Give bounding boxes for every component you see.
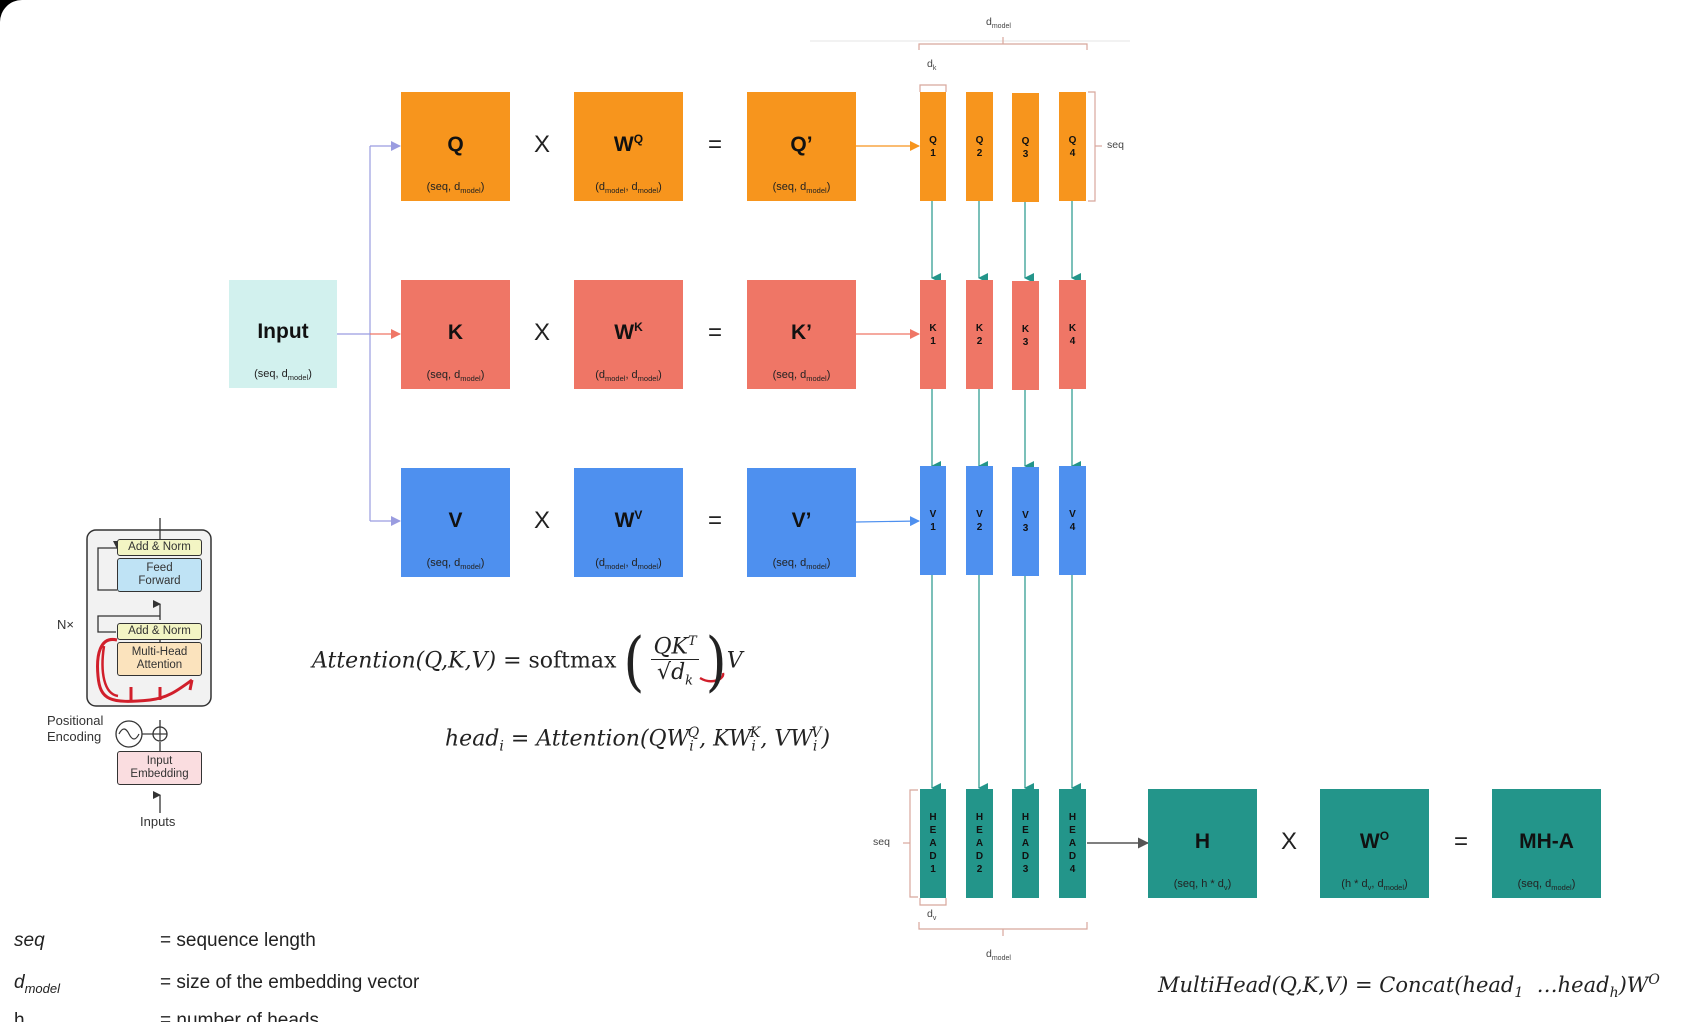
legend-value-h: = number of heads	[160, 1010, 319, 1022]
add-norm-bottom: Add & Norm	[117, 623, 202, 640]
legend-key-dmodel: dmodel	[14, 972, 60, 996]
equals-q: =	[707, 131, 722, 158]
legend-value-dmodel: = size of the embedding vector	[160, 972, 420, 993]
v-box: V (seq, dmodel)	[401, 468, 510, 577]
d-model-top-label: dmodel	[986, 16, 1011, 31]
legend-key-seq: seq	[14, 930, 45, 951]
wk-box: WK (dmodel, dmodel)	[574, 280, 683, 389]
mha-box: MH-A (seq, dmodel)	[1492, 789, 1601, 898]
nx-label: N×	[57, 617, 74, 632]
input-dims: (seq, dmodel)	[254, 367, 312, 382]
d-model-bottom-label: dmodel	[986, 948, 1011, 963]
attention-formula: Attention(Q,K,V) = softmax ( QKT √dk )V	[312, 623, 743, 700]
times-output: X	[1280, 828, 1297, 855]
input-label: Input	[257, 320, 309, 343]
times-v: X	[533, 507, 550, 534]
legend-key-h: h	[14, 1010, 25, 1022]
head-formula: headi = Attention(QWiQ, KWiK, VWiV)	[445, 725, 831, 755]
equals-k: =	[707, 319, 722, 346]
h-box: H (seq, h * dv)	[1148, 789, 1257, 898]
q-prime-box: Q’ (seq, dmodel)	[747, 92, 856, 201]
add-norm-top: Add & Norm	[117, 539, 202, 556]
d-k-label: dk	[927, 58, 937, 73]
multihead-formula: MultiHead(Q,K,V) = Concat(head1 …headh)W…	[1158, 972, 1660, 1002]
wq-box: WQ (dmodel, dmodel)	[574, 92, 683, 201]
k-box: K (seq, dmodel)	[401, 280, 510, 389]
q-box: Q (seq, dmodel)	[401, 92, 510, 201]
k-prime-box: K’ (seq, dmodel)	[747, 280, 856, 389]
v-prime-box: V’ (seq, dmodel)	[747, 468, 856, 577]
legend-value-seq: = sequence length	[160, 930, 316, 951]
seq-left-label: seq	[873, 836, 890, 848]
equals-output: =	[1453, 828, 1468, 855]
equals-v: =	[707, 507, 722, 534]
times-k: X	[533, 319, 550, 346]
times-q: X	[533, 131, 550, 158]
seq-right-label: seq	[1107, 139, 1124, 151]
wo-box: WO (h * dv, dmodel)	[1320, 789, 1429, 898]
wv-box: WV (dmodel, dmodel)	[574, 468, 683, 577]
d-v-label: dv	[927, 908, 937, 923]
input-box: Input (seq, dmodel)	[229, 280, 337, 388]
inputs-label: Inputs	[140, 814, 176, 829]
